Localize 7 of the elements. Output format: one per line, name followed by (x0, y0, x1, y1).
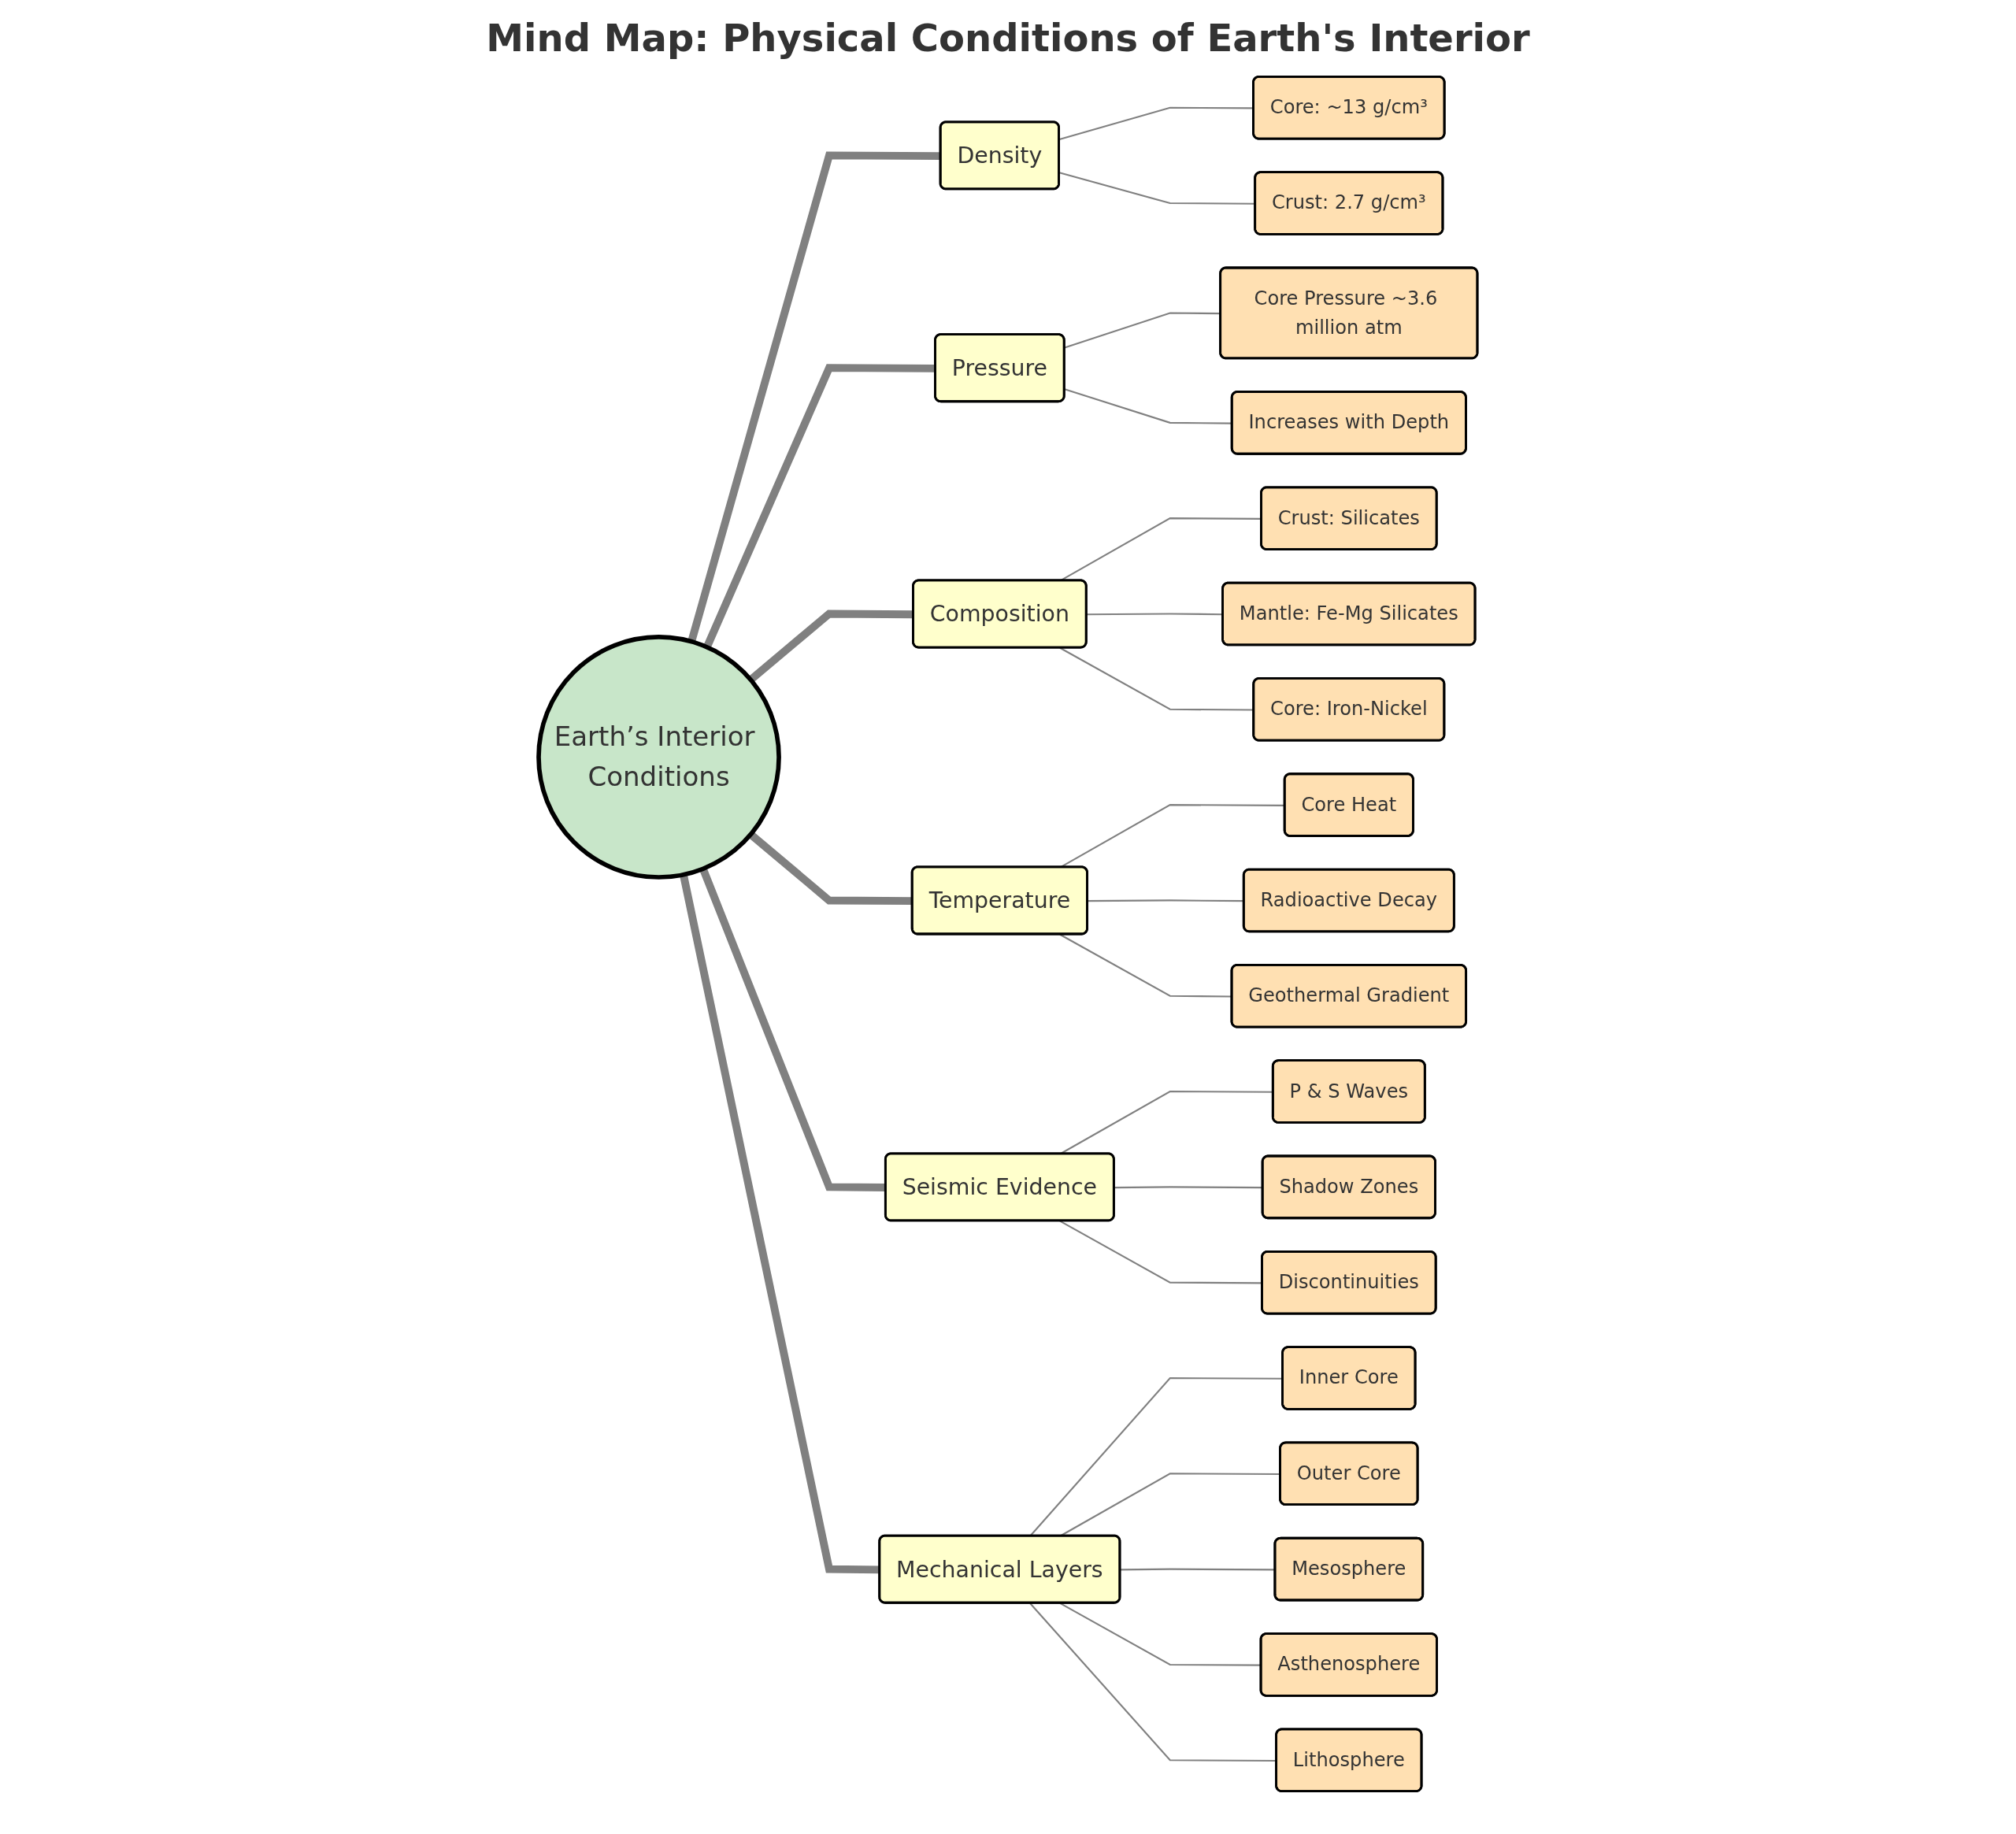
connector (1088, 899, 1244, 902)
connector (1064, 388, 1232, 424)
node-circle: Earth’s Interior Conditions (536, 635, 781, 880)
connector (1114, 1186, 1263, 1189)
connector (748, 831, 913, 906)
connector (1059, 1602, 1262, 1666)
diagram-title: Mind Map: Physical Conditions of Earth's Interior (485, 16, 1531, 60)
